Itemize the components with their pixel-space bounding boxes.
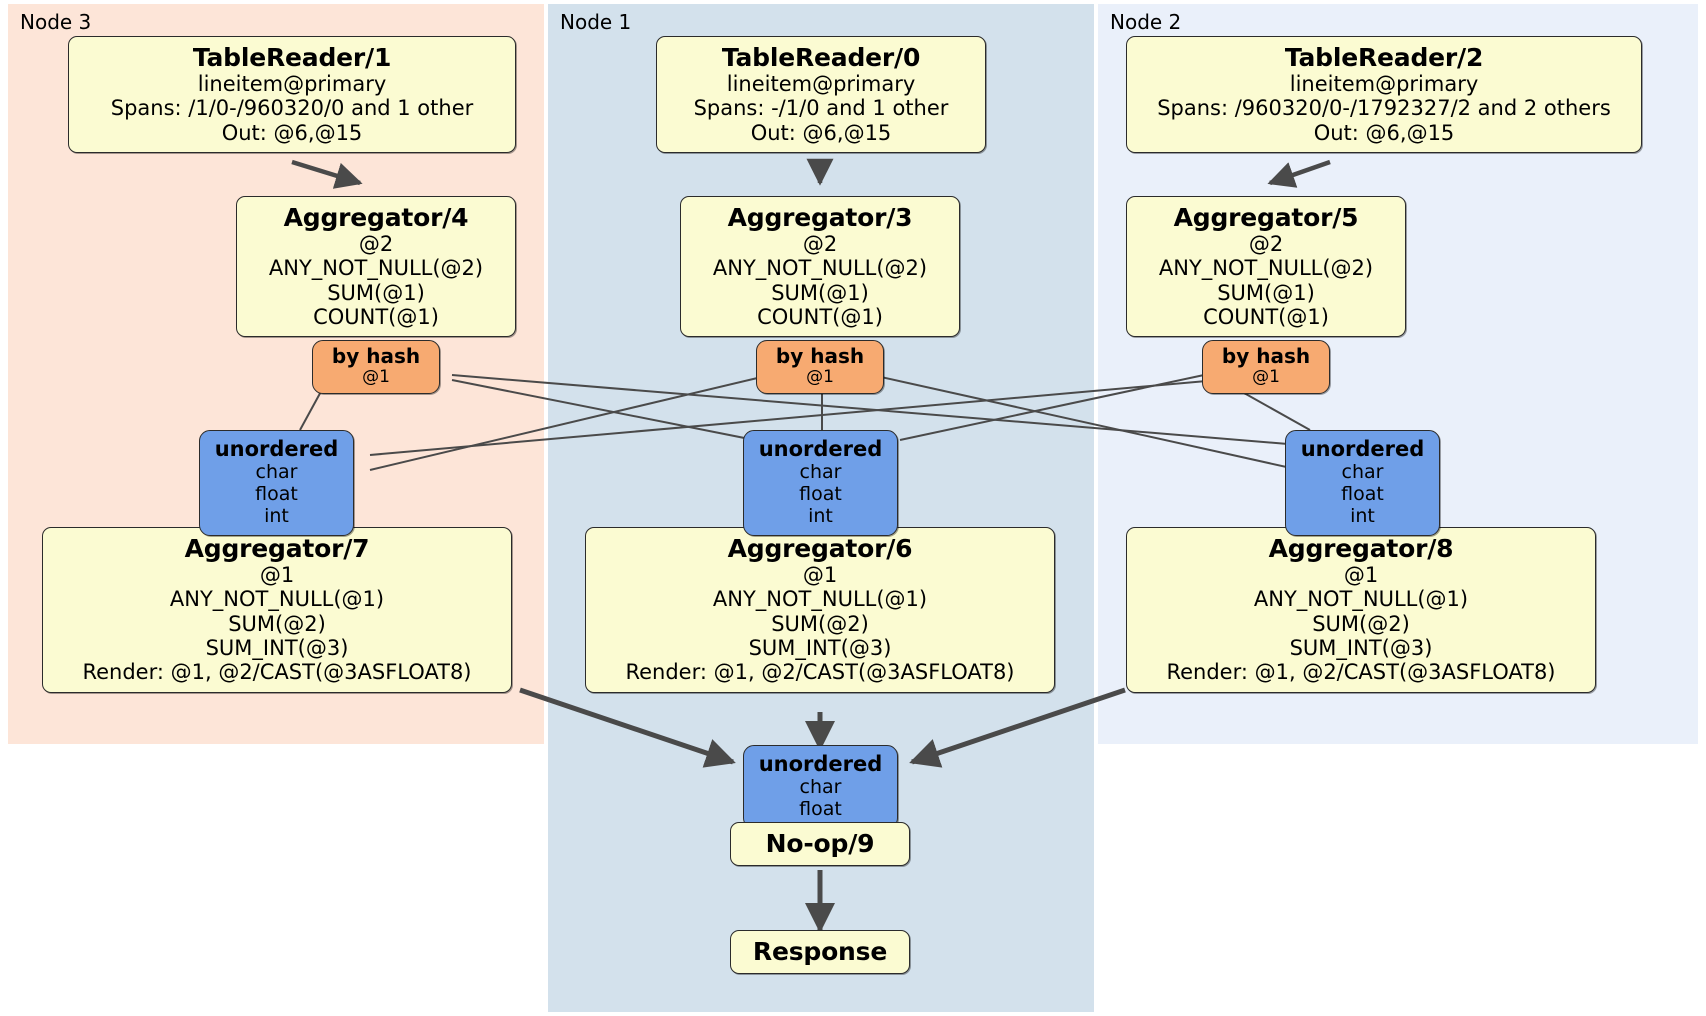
final-sync-type-float: float	[799, 798, 842, 821]
table-reader-0-spans: Spans: -/1/0 and 1 other	[693, 96, 949, 121]
unordered-sync-3-title: unordered	[214, 437, 339, 461]
aggregator-8-node[interactable]: Aggregator/8 @1 ANY_NOT_NULL(@1) SUM(@2)…	[1126, 527, 1596, 693]
aggregator-8-agg1: ANY_NOT_NULL(@1)	[1253, 587, 1469, 612]
table-reader-1-out: Out: @6,@15	[221, 120, 363, 145]
unordered-sync-2-type-int: int	[1350, 505, 1375, 528]
aggregator-7-group: @1	[259, 563, 295, 587]
unordered-sync-2-type-float: float	[1341, 483, 1384, 506]
unordered-sync-3-type-int: int	[264, 505, 289, 528]
hash-router-3-col: @1	[362, 367, 390, 388]
unordered-sync-2-title: unordered	[1300, 437, 1425, 461]
table-reader-0-table: lineitem@primary	[726, 72, 916, 96]
aggregator-3-agg2: SUM(@1)	[771, 280, 869, 305]
table-reader-1-table: lineitem@primary	[197, 72, 387, 96]
aggregator-7-render: Render: @1, @2/CAST(@3ASFLOAT8)	[82, 660, 472, 685]
unordered-sync-node-3[interactable]: unordered char float int	[199, 430, 354, 537]
aggregator-5-title: Aggregator/5	[1173, 203, 1359, 232]
table-reader-1-spans: Spans: /1/0-/960320/0 and 1 other	[110, 96, 474, 121]
final-sync-title: unordered	[758, 752, 883, 776]
aggregator-4-title: Aggregator/4	[283, 203, 469, 232]
aggregator-8-agg3: SUM_INT(@3)	[1289, 636, 1433, 661]
aggregator-5-node[interactable]: Aggregator/5 @2 ANY_NOT_NULL(@2) SUM(@1)…	[1126, 196, 1406, 338]
unordered-sync-1-title: unordered	[758, 437, 883, 461]
table-reader-1-title: TableReader/1	[192, 43, 392, 72]
aggregator-7-agg2: SUM(@2)	[228, 611, 326, 636]
response-title: Response	[752, 937, 888, 966]
table-reader-2-out: Out: @6,@15	[1313, 120, 1455, 145]
aggregator-7-title: Aggregator/7	[184, 534, 370, 563]
table-reader-2-title: TableReader/2	[1284, 43, 1484, 72]
aggregator-4-agg1: ANY_NOT_NULL(@2)	[268, 256, 484, 281]
aggregator-7-agg3: SUM_INT(@3)	[205, 636, 349, 661]
hash-router-1-title: by hash	[775, 344, 865, 368]
aggregator-6-agg2: SUM(@2)	[771, 611, 869, 636]
aggregator-4-node[interactable]: Aggregator/4 @2 ANY_NOT_NULL(@2) SUM(@1)…	[236, 196, 516, 338]
aggregator-7-agg1: ANY_NOT_NULL(@1)	[169, 587, 385, 612]
aggregator-6-node[interactable]: Aggregator/6 @1 ANY_NOT_NULL(@1) SUM(@2)…	[585, 527, 1055, 693]
cluster-label-node-2: Node 2	[1110, 10, 1182, 34]
hash-router-node-1[interactable]: by hash @1	[756, 340, 884, 394]
cluster-label-node-1: Node 1	[560, 10, 632, 34]
table-reader-1-node[interactable]: TableReader/1 lineitem@primary Spans: /1…	[68, 36, 516, 154]
aggregator-3-group: @2	[802, 232, 838, 256]
hash-router-node-3[interactable]: by hash @1	[312, 340, 440, 394]
aggregator-3-title: Aggregator/3	[727, 203, 913, 232]
final-unordered-sync[interactable]: unordered char float	[743, 745, 898, 830]
table-reader-2-spans: Spans: /960320/0-/1792327/2 and 2 others	[1157, 96, 1611, 121]
table-reader-0-node[interactable]: TableReader/0 lineitem@primary Spans: -/…	[656, 36, 986, 154]
aggregator-6-render: Render: @1, @2/CAST(@3ASFLOAT8)	[625, 660, 1015, 685]
hash-router-2-title: by hash	[1221, 344, 1311, 368]
hash-router-3-title: by hash	[331, 344, 421, 368]
aggregator-6-agg3: SUM_INT(@3)	[748, 636, 892, 661]
unordered-sync-1-type-int: int	[808, 505, 833, 528]
unordered-sync-1-type-float: float	[799, 483, 842, 506]
aggregator-5-agg2: SUM(@1)	[1217, 280, 1315, 305]
aggregator-6-title: Aggregator/6	[727, 534, 913, 563]
aggregator-5-agg1: ANY_NOT_NULL(@2)	[1158, 256, 1374, 281]
unordered-sync-node-2[interactable]: unordered char float int	[1285, 430, 1440, 537]
unordered-sync-2-type-char: char	[1341, 461, 1384, 484]
aggregator-3-agg1: ANY_NOT_NULL(@2)	[712, 256, 928, 281]
aggregator-8-agg2: SUM(@2)	[1312, 611, 1410, 636]
hash-router-node-2[interactable]: by hash @1	[1202, 340, 1330, 394]
unordered-sync-3-type-float: float	[255, 483, 298, 506]
aggregator-6-group: @1	[802, 563, 838, 587]
unordered-sync-node-1[interactable]: unordered char float int	[743, 430, 898, 537]
aggregator-8-group: @1	[1343, 563, 1379, 587]
aggregator-3-node[interactable]: Aggregator/3 @2 ANY_NOT_NULL(@2) SUM(@1)…	[680, 196, 960, 338]
aggregator-8-title: Aggregator/8	[1268, 534, 1454, 563]
final-sync-type-char: char	[799, 776, 842, 799]
unordered-sync-3-type-char: char	[255, 461, 298, 484]
aggregator-5-group: @2	[1248, 232, 1284, 256]
table-reader-0-title: TableReader/0	[721, 43, 921, 72]
table-reader-0-out: Out: @6,@15	[750, 120, 892, 145]
response-node[interactable]: Response	[730, 930, 910, 974]
cluster-label-node-3: Node 3	[20, 10, 92, 34]
unordered-sync-1-type-char: char	[799, 461, 842, 484]
aggregator-5-agg3: COUNT(@1)	[1203, 305, 1329, 330]
table-reader-2-node[interactable]: TableReader/2 lineitem@primary Spans: /9…	[1126, 36, 1642, 154]
table-reader-2-table: lineitem@primary	[1289, 72, 1479, 96]
aggregator-4-group: @2	[358, 232, 394, 256]
no-op-9-title: No-op/9	[765, 829, 875, 858]
aggregator-3-agg3: COUNT(@1)	[757, 305, 883, 330]
no-op-9-node[interactable]: No-op/9	[730, 822, 910, 866]
hash-router-2-col: @1	[1252, 367, 1280, 388]
aggregator-7-node[interactable]: Aggregator/7 @1 ANY_NOT_NULL(@1) SUM(@2)…	[42, 527, 512, 693]
hash-router-1-col: @1	[806, 367, 834, 388]
aggregator-4-agg3: COUNT(@1)	[313, 305, 439, 330]
aggregator-4-agg2: SUM(@1)	[327, 280, 425, 305]
aggregator-8-render: Render: @1, @2/CAST(@3ASFLOAT8)	[1166, 660, 1556, 685]
aggregator-6-agg1: ANY_NOT_NULL(@1)	[712, 587, 928, 612]
